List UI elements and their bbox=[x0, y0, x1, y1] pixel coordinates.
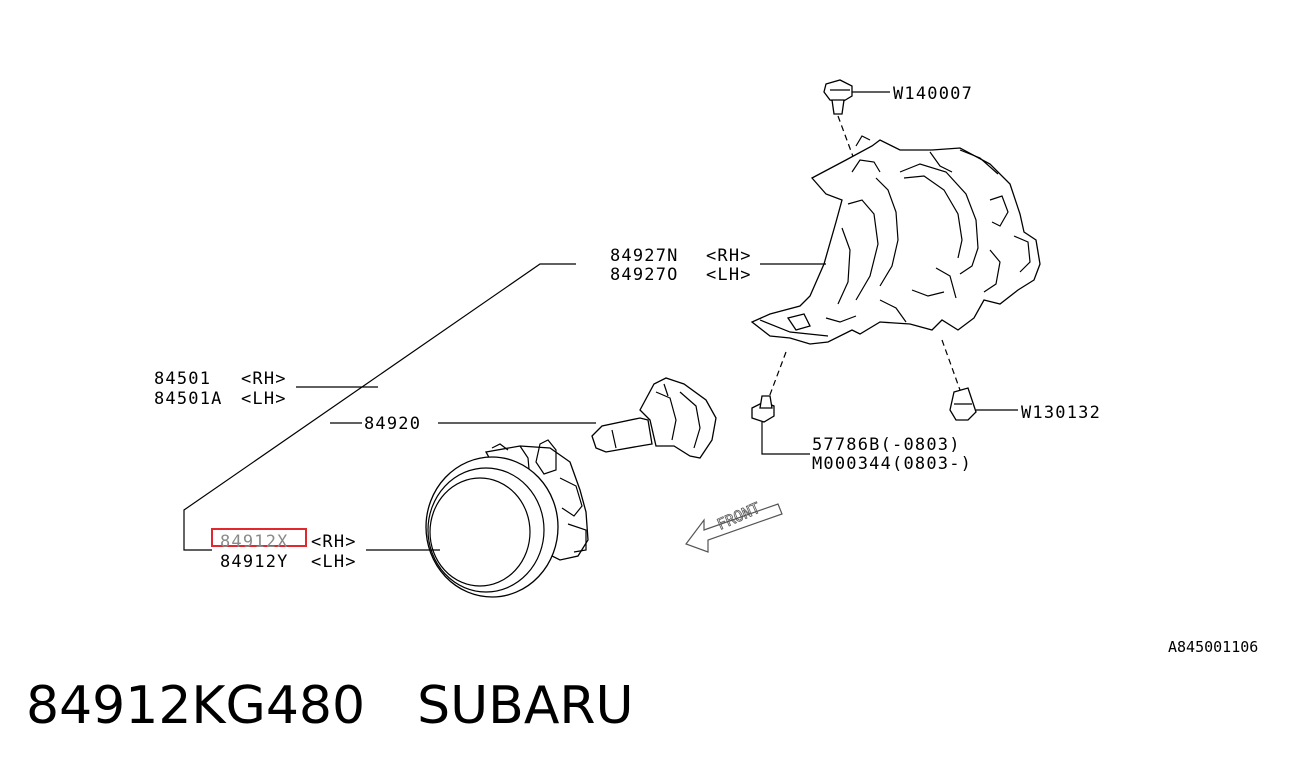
callout-84927o[interactable]: 84927O bbox=[610, 265, 679, 285]
callout-w140007[interactable]: W140007 bbox=[893, 84, 973, 104]
callout-84912y[interactable]: 84912Y bbox=[220, 552, 289, 572]
bulb-84920-part[interactable] bbox=[591, 377, 717, 459]
callout-84501a[interactable]: 84501A bbox=[154, 389, 223, 409]
highlight-box bbox=[211, 528, 307, 547]
front-label: FRONT bbox=[714, 499, 763, 534]
callout-84501[interactable]: 84501 bbox=[154, 369, 211, 389]
callout-84927n-side: <RH> bbox=[706, 246, 752, 266]
callout-84927n[interactable]: 84927N bbox=[610, 246, 679, 266]
callout-84912x-side: <RH> bbox=[311, 532, 357, 552]
callout-84927o-side: <LH> bbox=[706, 265, 752, 285]
leader-57786 bbox=[761, 422, 810, 455]
footer-part-number: 84912KG480 bbox=[26, 676, 366, 736]
footer-brand: SUBARU bbox=[417, 676, 634, 736]
bracket-84927-part[interactable] bbox=[750, 135, 1041, 345]
callout-84912y-side: <LH> bbox=[311, 552, 357, 572]
assembly-bracket-line bbox=[183, 263, 576, 551]
callout-84920[interactable]: 84920 bbox=[364, 414, 421, 434]
callout-57786b[interactable]: 57786B(-0803) bbox=[812, 435, 961, 455]
front-arrow-icon: FRONT bbox=[685, 498, 783, 553]
callout-m000344[interactable]: M000344(0803-) bbox=[812, 454, 972, 474]
callout-84501-side: <RH> bbox=[241, 369, 287, 389]
dashed-guide-w130132 bbox=[941, 339, 961, 391]
fog-lamp-84912-part[interactable] bbox=[425, 439, 589, 598]
clip-w140007-part[interactable] bbox=[823, 79, 853, 115]
callout-84912x[interactable]: 84912X bbox=[220, 532, 289, 552]
diagram-code: A845001106 bbox=[1168, 638, 1258, 656]
callout-w130132[interactable]: W130132 bbox=[1021, 403, 1101, 423]
screw-57786-part[interactable] bbox=[751, 395, 775, 423]
dashed-guide-57786 bbox=[767, 351, 787, 401]
clip-w130132-part[interactable] bbox=[949, 387, 977, 421]
callout-84501a-side: <LH> bbox=[241, 389, 287, 409]
